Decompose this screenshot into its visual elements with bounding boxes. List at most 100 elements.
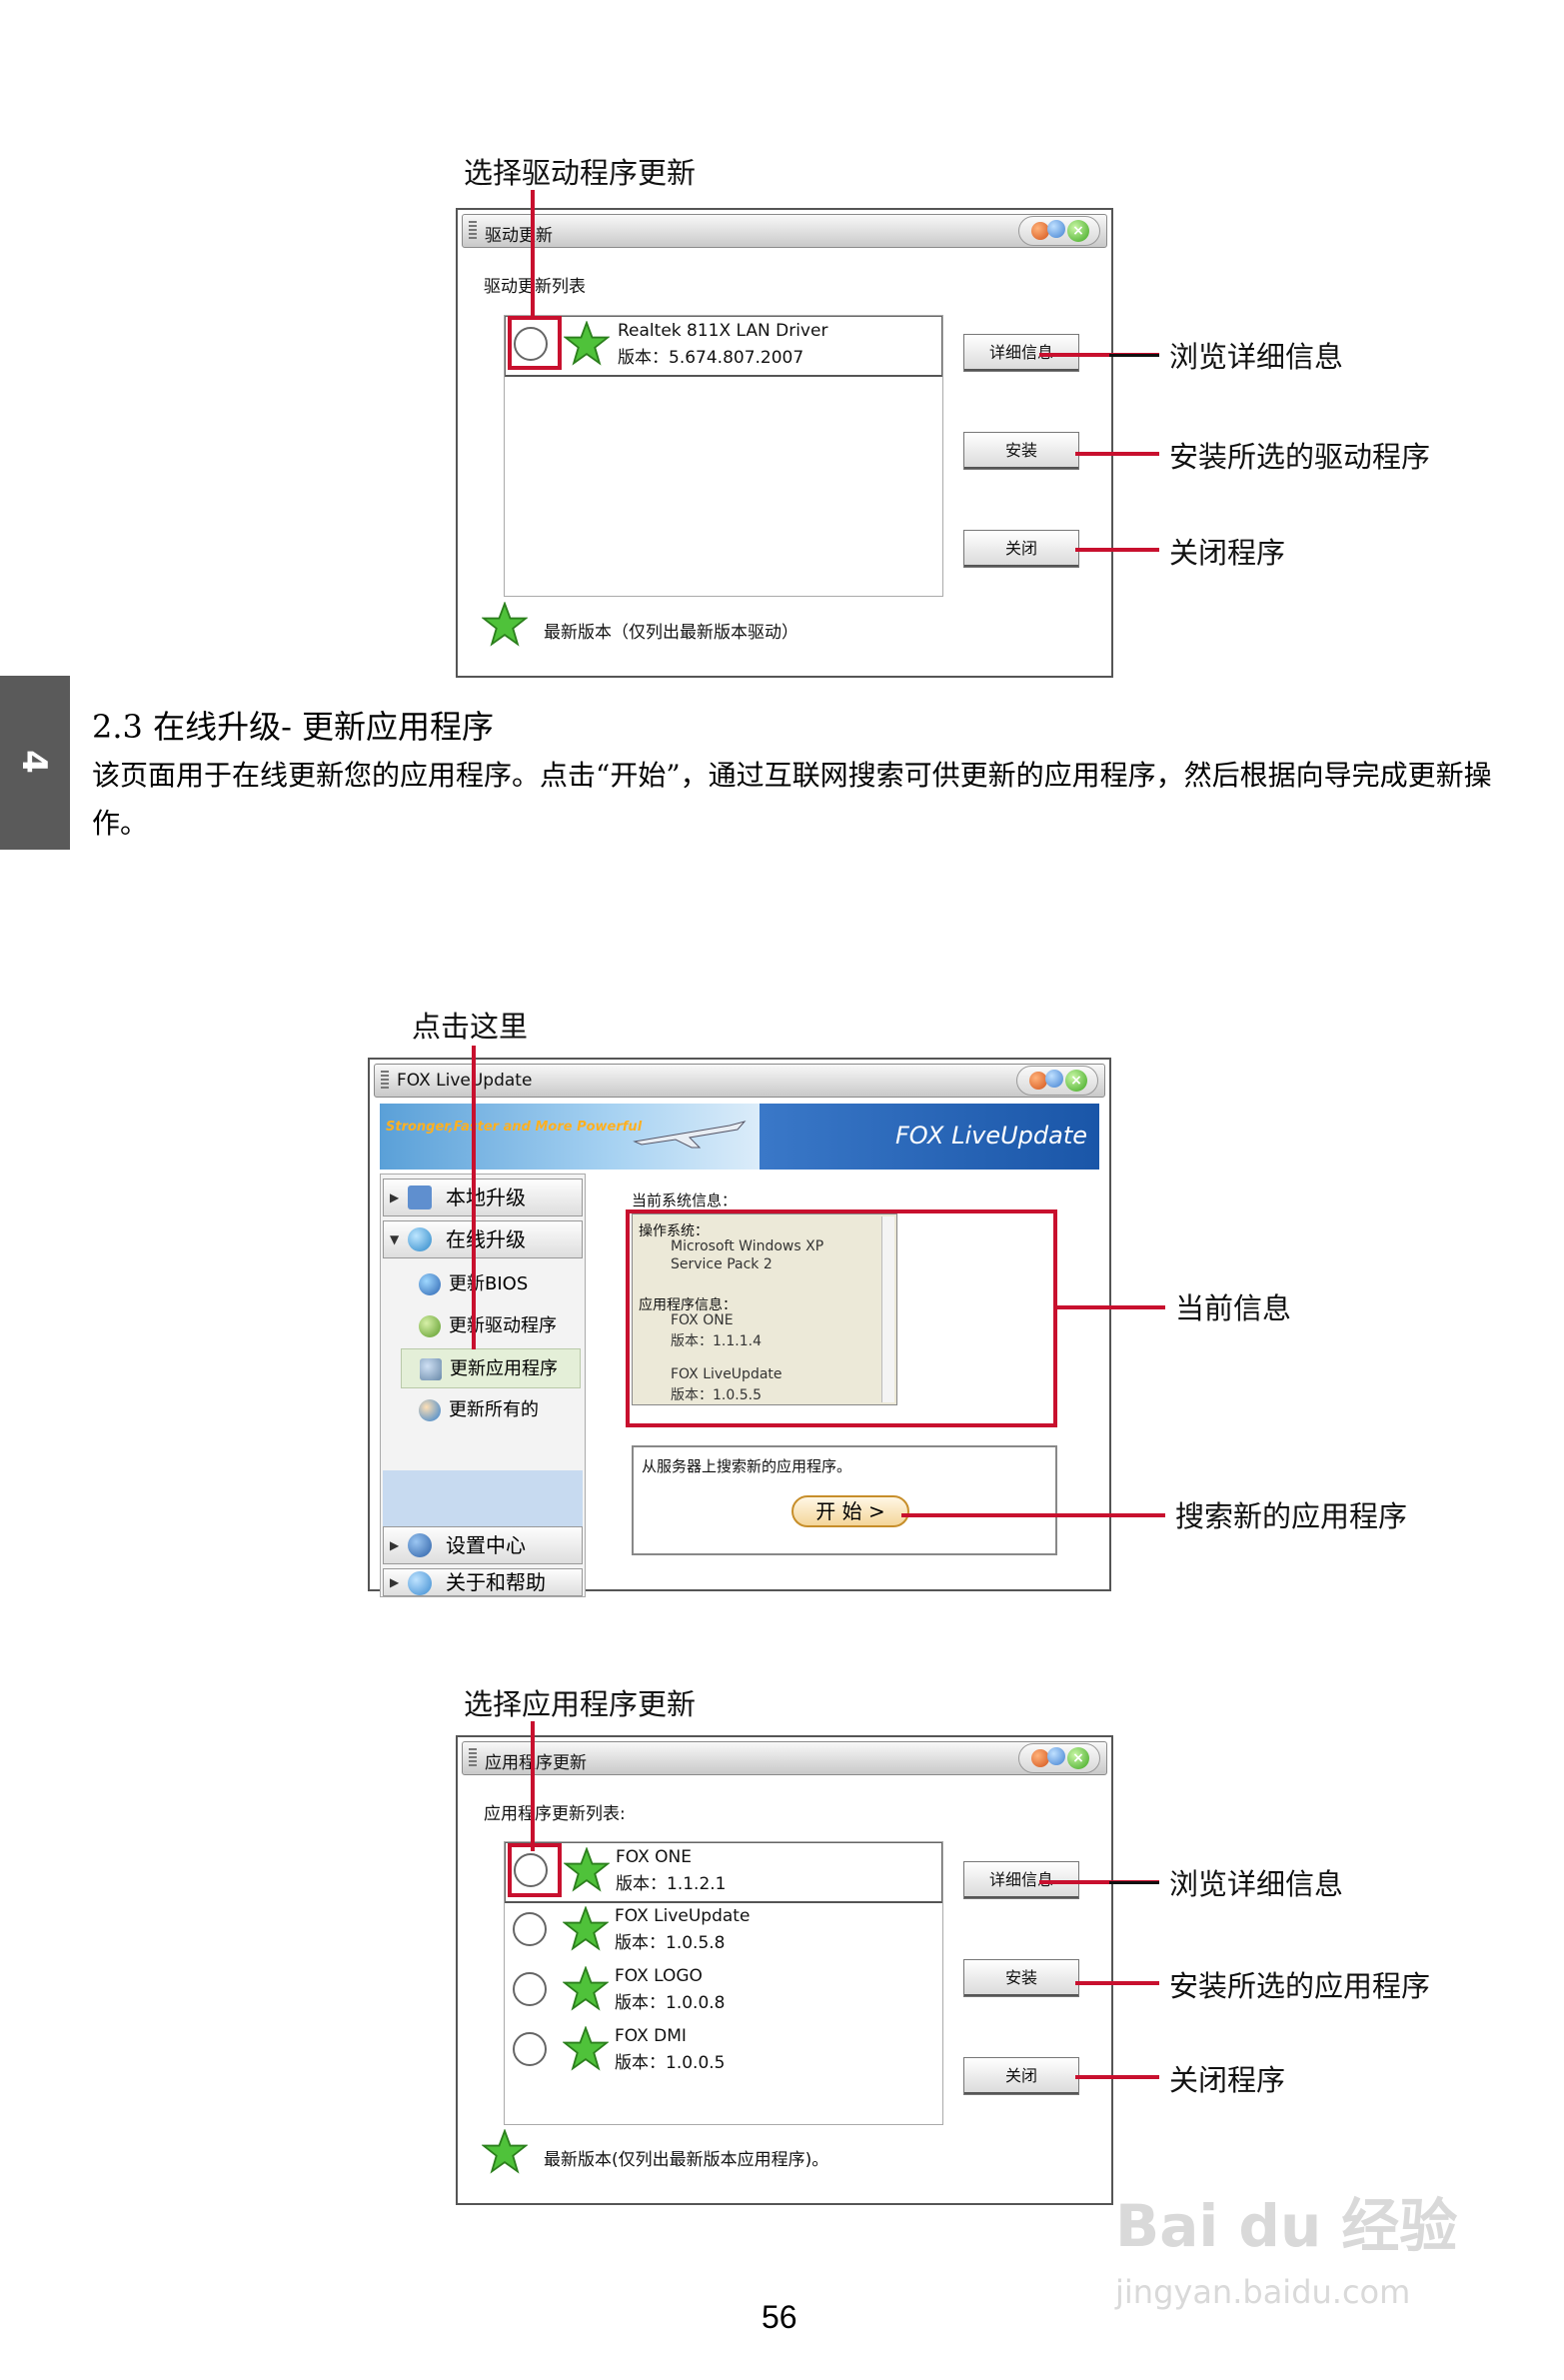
brand-area: FOX LiveUpdate [760, 1104, 1099, 1170]
maximize-icon[interactable] [1045, 1070, 1063, 1088]
nav-update-drivers[interactable]: 更新驱动程序 [401, 1306, 581, 1346]
star-icon [482, 602, 528, 647]
callout-line [1075, 452, 1159, 456]
star-icon [564, 321, 610, 366]
callout-line [531, 190, 535, 320]
system-info-box: 操作系统： Microsoft Windows XP Service Pack … [632, 1213, 897, 1405]
title-bar[interactable]: FOX LiveUpdate × [374, 1064, 1105, 1098]
list-item[interactable]: FOX DMI 版本：1.0.0.5 [505, 2022, 942, 2080]
info-callout: 当前信息 [1175, 1291, 1292, 1325]
nav-update-bios[interactable]: 更新BIOS [401, 1264, 581, 1304]
window-title: 应用程序更新 [485, 1753, 587, 1773]
star-icon [564, 1847, 610, 1892]
footer-note: 最新版本（仅列出最新版本驱动） [544, 623, 798, 643]
install-callout: 安装所选的应用程序 [1169, 1969, 1431, 2003]
search-callout: 搜索新的应用程序 [1175, 1499, 1408, 1533]
window-title: FOX LiveUpdate [397, 1071, 533, 1091]
callout-line [1057, 1305, 1165, 1309]
section-paragraph: 该页面用于在线更新您的应用程序。点击“开始”，通过互联网搜索可供更新的应用程序，… [92, 759, 1492, 840]
scrollbar[interactable] [881, 1216, 894, 1402]
highlight-box [508, 316, 562, 370]
nav-update-apps[interactable]: 更新应用程序 [401, 1348, 581, 1388]
close-icon[interactable]: × [1067, 220, 1089, 242]
title-bar[interactable]: 驱动更新 × [462, 214, 1107, 248]
callout-line [1039, 1880, 1159, 1884]
nav-help[interactable]: ▶ 关于和帮助 [383, 1568, 583, 1596]
nav-settings[interactable]: ▶ 设置中心 [383, 1526, 583, 1564]
details-callout: 浏览详细信息 [1169, 340, 1344, 374]
disk-icon [408, 1186, 432, 1209]
app-list[interactable]: FOX ONE 版本：1.1.2.1 FOX LiveUpdate 版本：1.0… [504, 1841, 943, 2125]
close-button[interactable]: 关闭 [963, 530, 1079, 568]
item-name: Realtek 811X LAN Driver [618, 321, 828, 341]
list-item[interactable]: FOX LOGO 版本：1.0.0.8 [505, 1962, 942, 2020]
install-button[interactable]: 安装 [963, 1959, 1079, 1997]
list-item[interactable]: FOX LiveUpdate 版本：1.0.5.8 [505, 1902, 942, 1960]
select-radio[interactable] [513, 1972, 547, 2006]
maximize-icon[interactable] [1047, 220, 1065, 238]
select-radio[interactable] [513, 1912, 547, 1946]
callout-line [1109, 354, 1159, 357]
install-button[interactable]: 安装 [963, 432, 1079, 470]
driver-list[interactable]: Realtek 811X LAN Driver 版本：5.674.807.200… [504, 315, 943, 597]
select-radio[interactable] [514, 327, 548, 361]
callout-line [1075, 2075, 1159, 2079]
minimize-icon[interactable] [1031, 1749, 1049, 1767]
list-label: 应用程序更新列表: [484, 1804, 626, 1824]
grip-icon [469, 221, 477, 241]
close-callout: 关闭程序 [1169, 2063, 1286, 2097]
start-button[interactable]: 开 始 > [791, 1495, 909, 1527]
minimize-icon[interactable] [1031, 222, 1049, 240]
minimize-icon[interactable] [1029, 1072, 1047, 1090]
callout-line [1075, 548, 1159, 552]
app-icon [420, 1358, 442, 1380]
window-controls: × [1018, 1743, 1100, 1773]
details-callout: 浏览详细信息 [1169, 1867, 1344, 1901]
help-icon [408, 1571, 432, 1595]
window-title: 驱动更新 [485, 226, 553, 246]
close-callout: 关闭程序 [1169, 536, 1286, 570]
fig1-top-callout: 选择驱动程序更新 [464, 156, 697, 190]
highlight-box [508, 1843, 562, 1897]
nav-update-all[interactable]: 更新所有的 [401, 1390, 581, 1430]
driver-icon [419, 1315, 441, 1337]
globe-icon [408, 1227, 432, 1251]
bios-icon [419, 1273, 441, 1295]
close-button[interactable]: 关闭 [963, 2057, 1079, 2095]
brand-name: FOX LiveUpdate [894, 1122, 1087, 1150]
globe-icon [419, 1399, 441, 1421]
select-radio[interactable] [513, 2032, 547, 2066]
fig2-top-callout: 点击这里 [412, 1010, 529, 1044]
banner-image: Stronger,Faster and More Powerful [380, 1104, 770, 1170]
maximize-icon[interactable] [1047, 1747, 1065, 1765]
chapter-tab: 4 [0, 676, 70, 850]
callout-line [472, 1046, 476, 1349]
nav-local-update[interactable]: ▶ 本地升级 [383, 1179, 583, 1216]
footer-note: 最新版本(仅列出最新版本应用程序)。 [544, 2150, 829, 2170]
window-controls: × [1018, 216, 1100, 246]
page-number: 56 [762, 2299, 797, 2335]
star-icon [563, 2026, 609, 2071]
grip-icon [381, 1071, 389, 1091]
window-controls: × [1016, 1066, 1098, 1096]
highlight-box [626, 1209, 1057, 1427]
select-radio[interactable] [514, 1853, 548, 1887]
nav-online-update[interactable]: ▼ 在线升级 [383, 1220, 583, 1258]
title-bar[interactable]: 应用程序更新 × [462, 1741, 1107, 1775]
close-icon[interactable]: × [1067, 1747, 1089, 1769]
close-icon[interactable]: × [1065, 1070, 1087, 1092]
banner: Stronger,Faster and More Powerful FOX Li… [380, 1104, 1099, 1170]
details-button[interactable]: 详细信息 [963, 1861, 1079, 1899]
airplane-icon [633, 1121, 747, 1149]
app-update-window: 应用程序更新 × 应用程序更新列表: FOX ONE 版本：1.1.2.1 FO… [456, 1735, 1113, 2205]
nav-spacer [383, 1470, 583, 1526]
fig3-top-callout: 选择应用程序更新 [464, 1687, 697, 1721]
list-item[interactable]: FOX ONE 版本：1.1.2.1 [505, 1842, 942, 1903]
list-label: 驱动更新列表 [484, 277, 586, 297]
watermark: Bai du 经验 jingyan.baidu.com [1115, 2192, 1458, 2311]
section-title: 2.3 在线升级- 更新应用程序 [92, 708, 495, 746]
list-item[interactable]: Realtek 811X LAN Driver 版本：5.674.807.200… [505, 316, 942, 377]
install-callout: 安装所选的驱动程序 [1169, 440, 1431, 474]
item-version: 版本：5.674.807.2007 [618, 348, 804, 368]
star-icon [563, 1966, 609, 2011]
